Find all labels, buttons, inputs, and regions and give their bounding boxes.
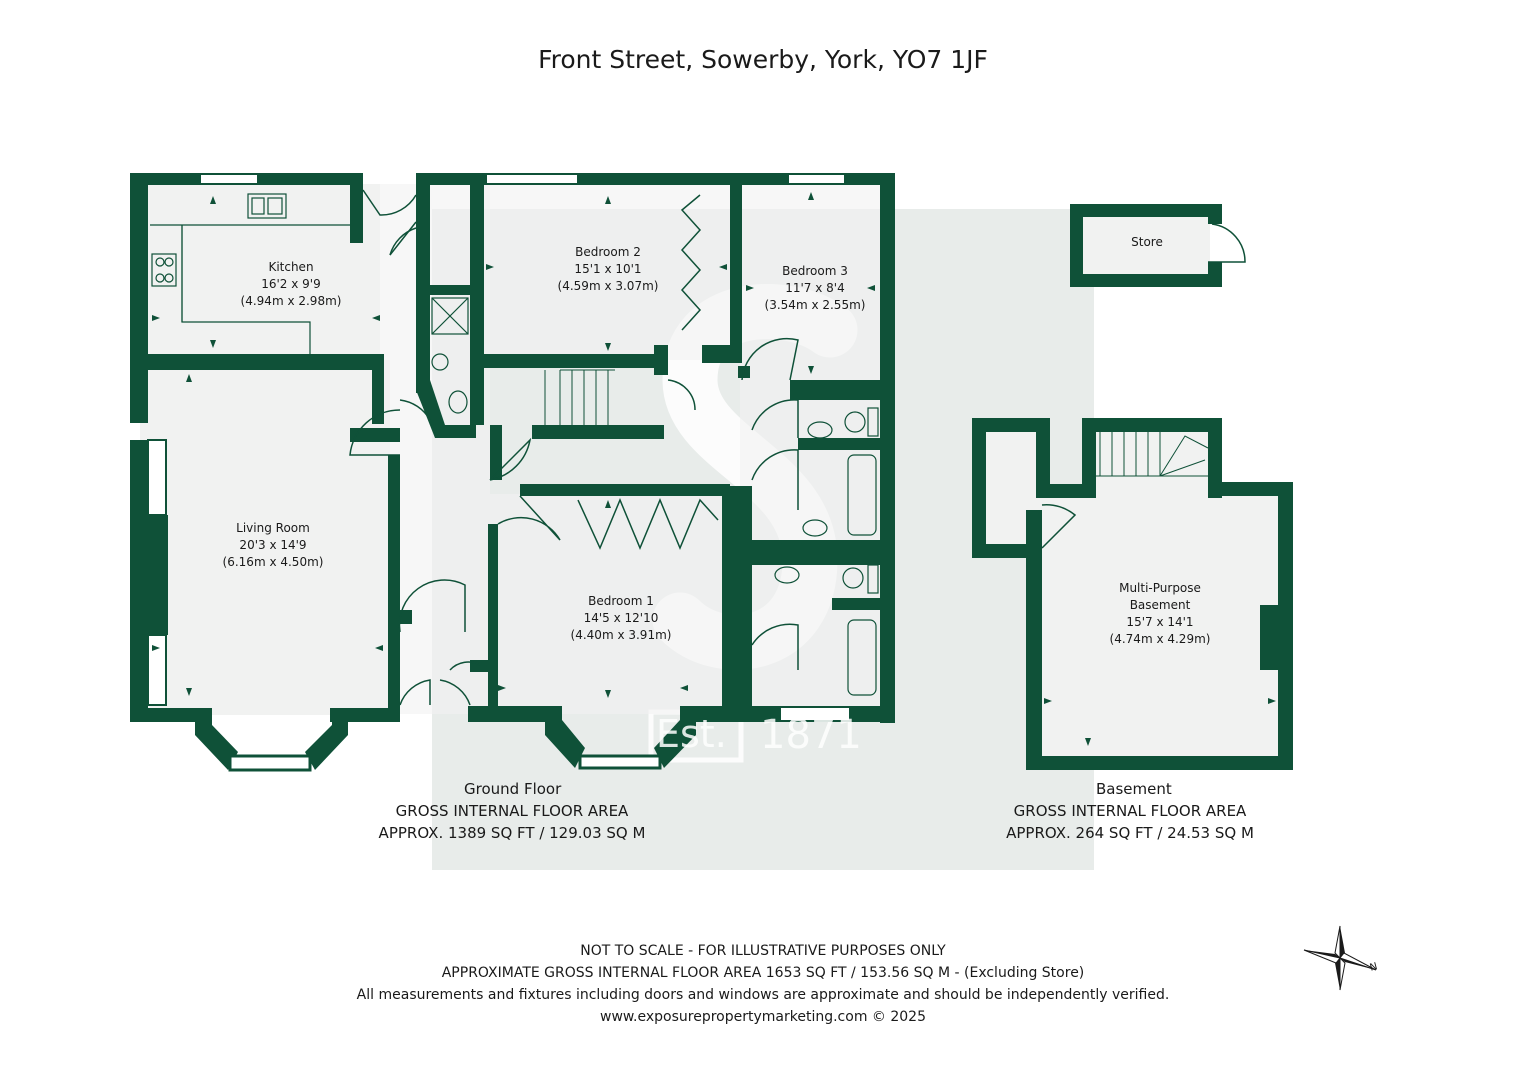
footer-line-2: APPROXIMATE GROSS INTERNAL FLOOR AREA 16…: [441, 965, 1085, 981]
bedroom-1-floor: [490, 494, 730, 714]
compass-rose-icon: [1303, 925, 1377, 991]
ground-floor-plan: [130, 173, 895, 772]
ground-floor-doors: [349, 189, 799, 706]
basement-floor-area: GROSS INTERNAL FLOOR AREA APPROX. 264 SQ…: [1006, 800, 1254, 844]
room-imperial: 20'3 x 14'9: [239, 538, 307, 552]
sink-icon: [247, 193, 287, 219]
page-title: Front Street, Sowerby, York, YO7 1JF: [538, 45, 988, 74]
room-metric: (4.94m x 2.98m): [240, 294, 342, 308]
area-label: GROSS INTERNAL FLOOR AREA: [395, 802, 629, 820]
kitchen-floor: [140, 184, 380, 360]
room-name: Kitchen: [268, 260, 314, 274]
footer-line-1: NOT TO SCALE - FOR ILLUSTRATIVE PURPOSES…: [580, 943, 946, 959]
room-imperial: 15'1 x 10'1: [574, 262, 642, 276]
ground-stairs: [544, 369, 615, 425]
area-label: GROSS INTERNAL FLOOR AREA: [1013, 802, 1247, 820]
room-name: Bedroom 2: [575, 245, 641, 259]
room-name: Bedroom 1: [588, 594, 654, 608]
room-metric: (4.40m x 3.91m): [570, 628, 672, 642]
basement-plan: [972, 418, 1293, 770]
ground-floor-area: GROSS INTERNAL FLOOR AREA APPROX. 1389 S…: [379, 800, 646, 844]
bathroom-fixtures: [431, 297, 879, 696]
footer-notes: NOT TO SCALE - FOR ILLUSTRATIVE PURPOSES…: [357, 940, 1170, 1028]
room-name-2: Basement: [1129, 598, 1191, 612]
room-label-bedroom-3: Bedroom 3 11'7 x 8'4 (3.54m x 2.55m): [765, 263, 866, 314]
room-name: Multi-Purpose: [1119, 581, 1201, 595]
room-imperial: 16'2 x 9'9: [261, 277, 321, 291]
room-metric: (6.16m x 4.50m): [222, 555, 324, 569]
room-label-bedroom-1: Bedroom 1 14'5 x 12'10 (4.40m x 3.91m): [571, 593, 672, 644]
room-metric: (4.59m x 3.07m): [557, 279, 659, 293]
room-metric: (4.74m x 4.29m): [1109, 632, 1211, 646]
room-label-bedroom-2: Bedroom 2 15'1 x 10'1 (4.59m x 3.07m): [558, 244, 659, 295]
bedroom-3-floor: [740, 184, 890, 384]
watermark-year: 1871: [760, 712, 862, 758]
footer-line-3: All measurements and fixtures including …: [356, 987, 1170, 1003]
ground-floor-windows: [147, 173, 851, 722]
basement-floor-name: Basement: [1096, 780, 1172, 798]
ground-floor-walls: [130, 173, 895, 772]
room-name: Living Room: [236, 521, 310, 535]
store-plan: [1070, 204, 1246, 287]
ground-floor-name: Ground Floor: [464, 780, 562, 798]
room-name: Store: [1131, 235, 1163, 249]
living-room-floor: [140, 360, 390, 715]
room-imperial: 11'7 x 8'4: [785, 281, 845, 295]
room-metric: (3.54m x 2.55m): [764, 298, 866, 312]
room-imperial: 15'7 x 14'1: [1126, 615, 1194, 629]
room-label-basement: Multi-Purpose Basement 15'7 x 14'1 (4.74…: [1110, 580, 1211, 648]
hob-icon: [151, 253, 177, 287]
room-label-store: Store: [1131, 234, 1163, 251]
footer-line-4: www.exposurepropertymarketing.com © 2025: [599, 1009, 926, 1025]
area-value: APPROX. 264 SQ FT / 24.53 SQ M: [1006, 824, 1254, 842]
dimension-arrows: [152, 192, 875, 698]
room-label-living-room: Living Room 20'3 x 14'9 (6.16m x 4.50m): [223, 520, 324, 571]
room-imperial: 14'5 x 12'10: [583, 611, 659, 625]
basement-stairs: [1096, 432, 1209, 477]
area-value: APPROX. 1389 SQ FT / 129.03 SQ M: [378, 824, 646, 842]
watermark-est: Est.: [656, 712, 727, 756]
kitchen-worktop: [150, 224, 350, 354]
bedroom-2-floor: [474, 184, 740, 360]
room-name: Bedroom 3: [782, 264, 848, 278]
room-label-kitchen: Kitchen 16'2 x 9'9 (4.94m x 2.98m): [241, 259, 342, 310]
